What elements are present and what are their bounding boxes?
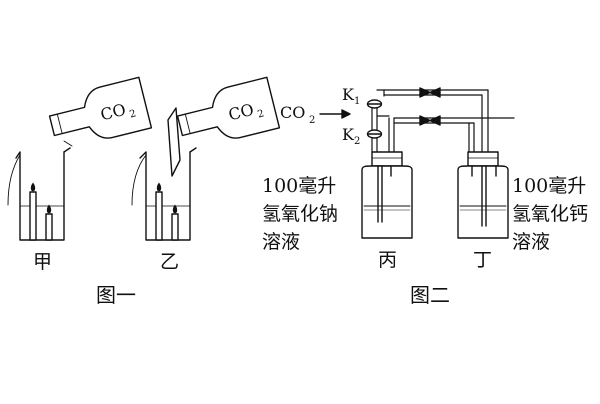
tall-candle	[29, 182, 37, 241]
bottle-c-label: 丙	[378, 249, 397, 271]
figure-two: CO 2 K 1 K 2	[262, 85, 588, 307]
flask-co2-subscript: 2	[256, 108, 265, 120]
figure-one-caption: 图一	[96, 283, 136, 307]
valve-k2-label: K	[342, 125, 355, 144]
figure-two-caption: 图二	[410, 283, 450, 307]
bottle-d-label: 丁	[473, 249, 492, 271]
beaker-jia	[7, 147, 71, 241]
right-solution-word: 溶液	[512, 231, 550, 253]
valve-k1-label: K	[342, 85, 355, 104]
left-solution-word: 溶液	[262, 231, 300, 253]
bottle-ding	[457, 151, 509, 239]
tall-candle	[155, 182, 163, 241]
valve-k2-subscript: 2	[354, 136, 360, 147]
right-solution-volume: 100毫升	[512, 175, 586, 197]
gas-inlet-label: CO	[280, 103, 305, 122]
stopcock-k2	[366, 129, 383, 139]
co2-flask-yi: CO 2	[176, 76, 281, 139]
left-solution-name: 氢氧化钠	[262, 203, 338, 225]
gas-inlet-subscript: 2	[309, 115, 315, 126]
short-candle	[45, 204, 53, 241]
tube-connectors	[419, 87, 441, 126]
co2-flask-jia: CO 2	[48, 76, 153, 139]
flask-co2-subscript: 2	[128, 108, 137, 120]
bottle-bing	[361, 151, 413, 239]
stopper	[467, 151, 499, 167]
stopcock-k1	[366, 99, 383, 109]
beaker-a-label: 甲	[33, 251, 52, 273]
beaker-yi	[131, 107, 197, 241]
inlet-arrow	[319, 109, 351, 119]
figure-one: CO 2 CO	[7, 76, 281, 307]
stopper	[371, 151, 403, 167]
beaker-b-label: 乙	[160, 251, 179, 273]
right-solution-name: 氢氧化钙	[512, 203, 588, 225]
valve-k1-subscript: 1	[354, 96, 360, 107]
left-solution-volume: 100毫升	[262, 175, 336, 197]
cardboard-divider	[167, 107, 181, 177]
gas-pipes	[371, 89, 515, 153]
short-candle	[171, 204, 179, 241]
